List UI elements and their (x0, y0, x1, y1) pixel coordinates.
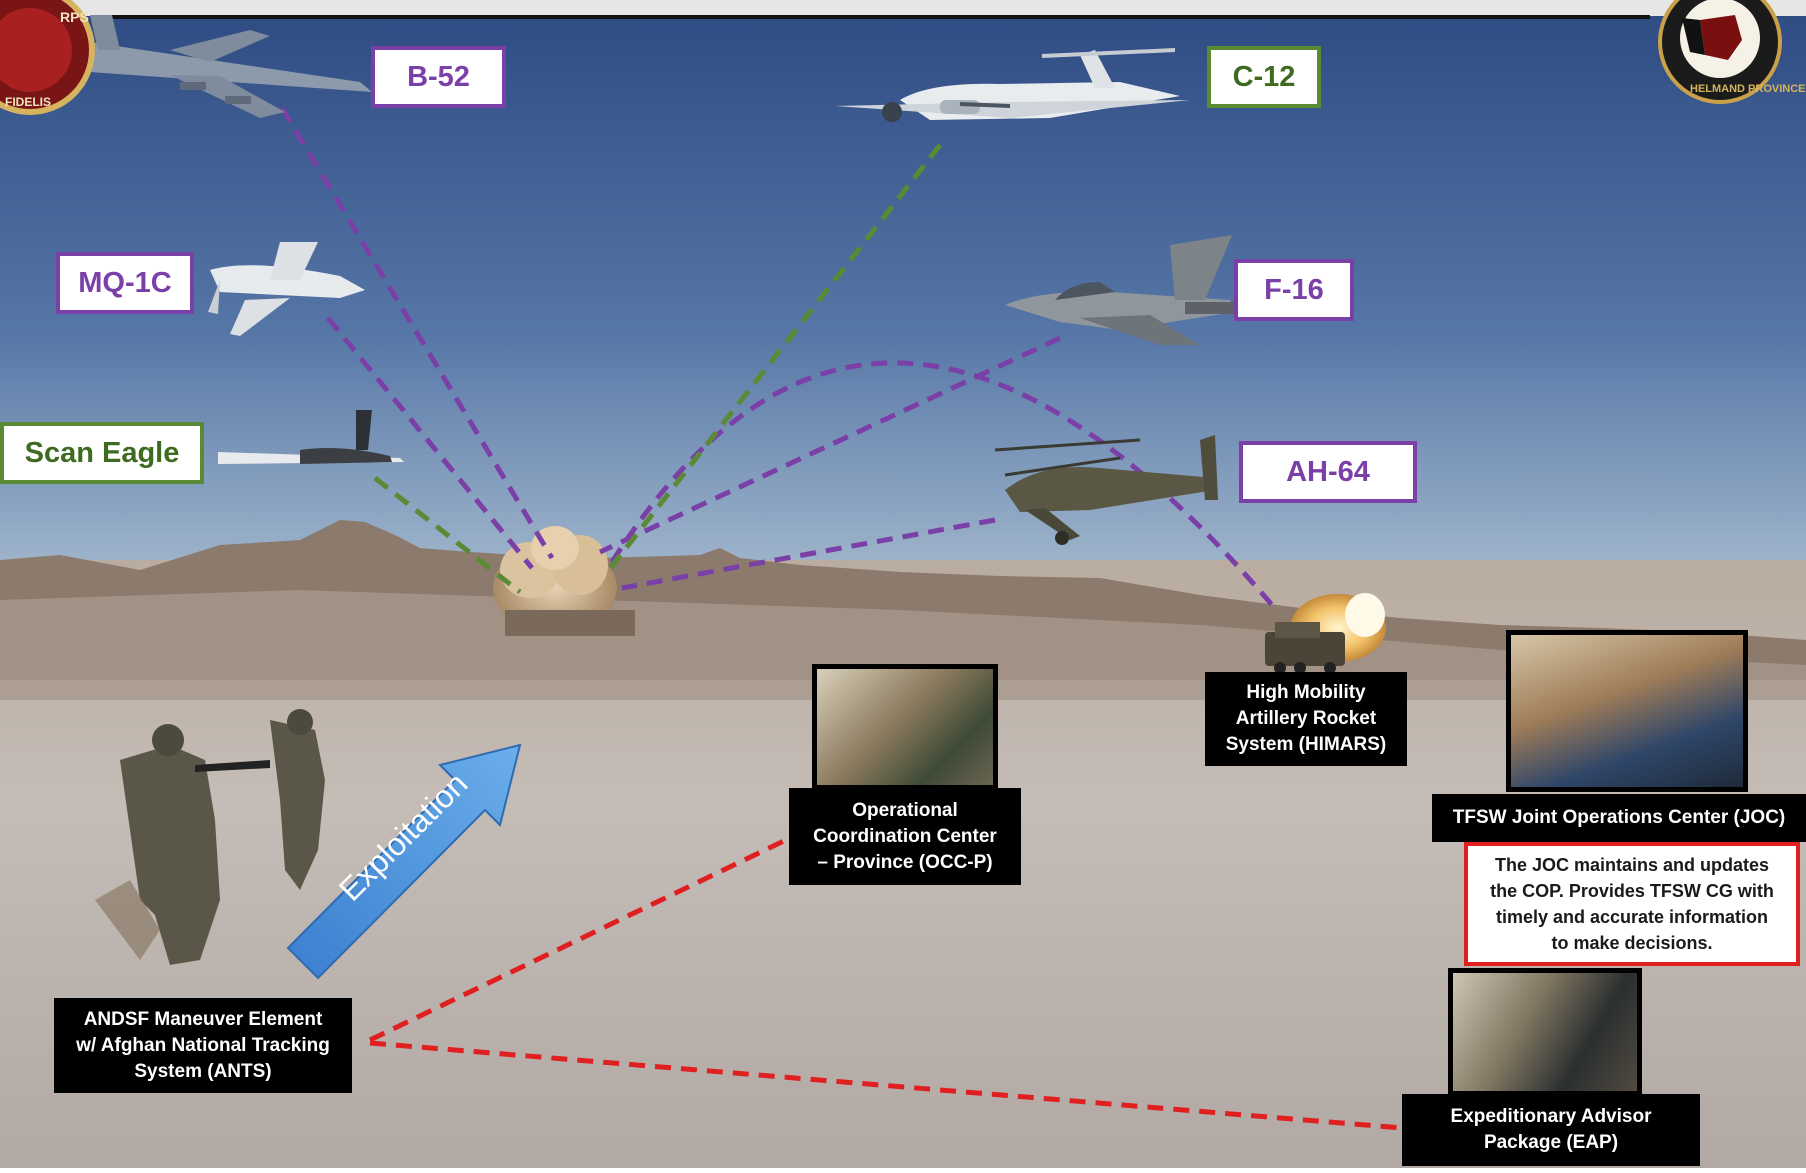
label-f16: F-16 (1234, 259, 1354, 321)
occ-line-1: Operational (852, 799, 958, 821)
mq1c-drone-icon (208, 242, 365, 336)
label-c12: C-12 (1207, 46, 1321, 108)
label-eap: Expeditionary Advisor Package (EAP) (1402, 1094, 1700, 1166)
joc-note-line-2: the COP. Provides TFSW CG with (1490, 881, 1774, 901)
label-occ: Operational Coordination Center – Provin… (789, 788, 1021, 885)
joc-note-line-3: timely and accurate information (1495, 907, 1769, 927)
right-unit-badge-icon: HELMAND PROVINCE (1658, 0, 1806, 104)
himars-vehicle-icon (1265, 593, 1386, 674)
b52-aircraft-icon (75, 15, 372, 118)
andsf-line-1: ANDSF Maneuver Element (83, 1008, 323, 1030)
andsf-line-3: System (ANTS) (134, 1060, 272, 1082)
right-badge-text: HELMAND PROVINCE (1690, 83, 1806, 95)
label-b52: B-52 (371, 46, 506, 108)
joc-note-line-4: to make decisions. (1551, 933, 1713, 953)
soldiers-figure (95, 709, 325, 965)
top-bar (0, 0, 1806, 16)
c2-link-lines (368, 835, 1403, 1131)
f16-aircraft-icon (1005, 235, 1235, 345)
link-scan-eagle (373, 476, 522, 594)
c12-aircraft-icon (835, 48, 1190, 122)
scan-eagle-drone-icon (218, 410, 404, 464)
left-unit-badge-icon: RPS FIDELIS (0, 0, 95, 115)
occ-line-3: – Province (OCC-P) (817, 851, 993, 873)
eap-photo (1448, 968, 1642, 1096)
left-badge-text-top: RPS (60, 9, 89, 25)
link-mq1c (326, 316, 534, 570)
left-badge-text-bottom: FIDELIS (5, 95, 51, 109)
link-c12 (603, 143, 942, 577)
label-andsf: ANDSF Maneuver Element w/ Afghan Nationa… (54, 998, 352, 1093)
isr-link-lines (373, 143, 942, 594)
himars-line-2: Artillery Rocket (1235, 708, 1377, 729)
link-f16 (598, 335, 1062, 555)
label-mq1c: MQ-1C (56, 252, 194, 314)
eap-line-1: Expeditionary Advisor (1450, 1106, 1652, 1127)
occ-line-2: Coordination Center (813, 825, 997, 847)
link-andsf-eap (369, 1040, 1403, 1131)
label-joc: TFSW Joint Operations Center (JOC) (1432, 794, 1806, 842)
link-ah64 (621, 517, 996, 591)
andsf-line-2: w/ Afghan National Tracking (76, 1034, 330, 1056)
label-scan-eagle: Scan Eagle (0, 422, 204, 484)
himars-line-3: System (HIMARS) (1225, 734, 1387, 755)
himars-line-1: High Mobility (1246, 682, 1366, 703)
occ-photo (812, 664, 998, 790)
exploitation-arrow (286, 743, 522, 980)
joc-note-line-1: The JOC maintains and updates (1494, 855, 1770, 875)
label-himars: High Mobility Artillery Rocket System (H… (1205, 672, 1407, 766)
explosion-icon (493, 526, 635, 636)
ah64-helicopter-icon (994, 435, 1218, 545)
eap-line-2: Package (EAP) (1483, 1132, 1619, 1153)
link-b52 (279, 106, 555, 560)
joc-photo (1506, 630, 1748, 792)
label-ah64: AH-64 (1239, 441, 1417, 503)
joc-note: The JOC maintains and updates the COP. P… (1464, 842, 1800, 966)
